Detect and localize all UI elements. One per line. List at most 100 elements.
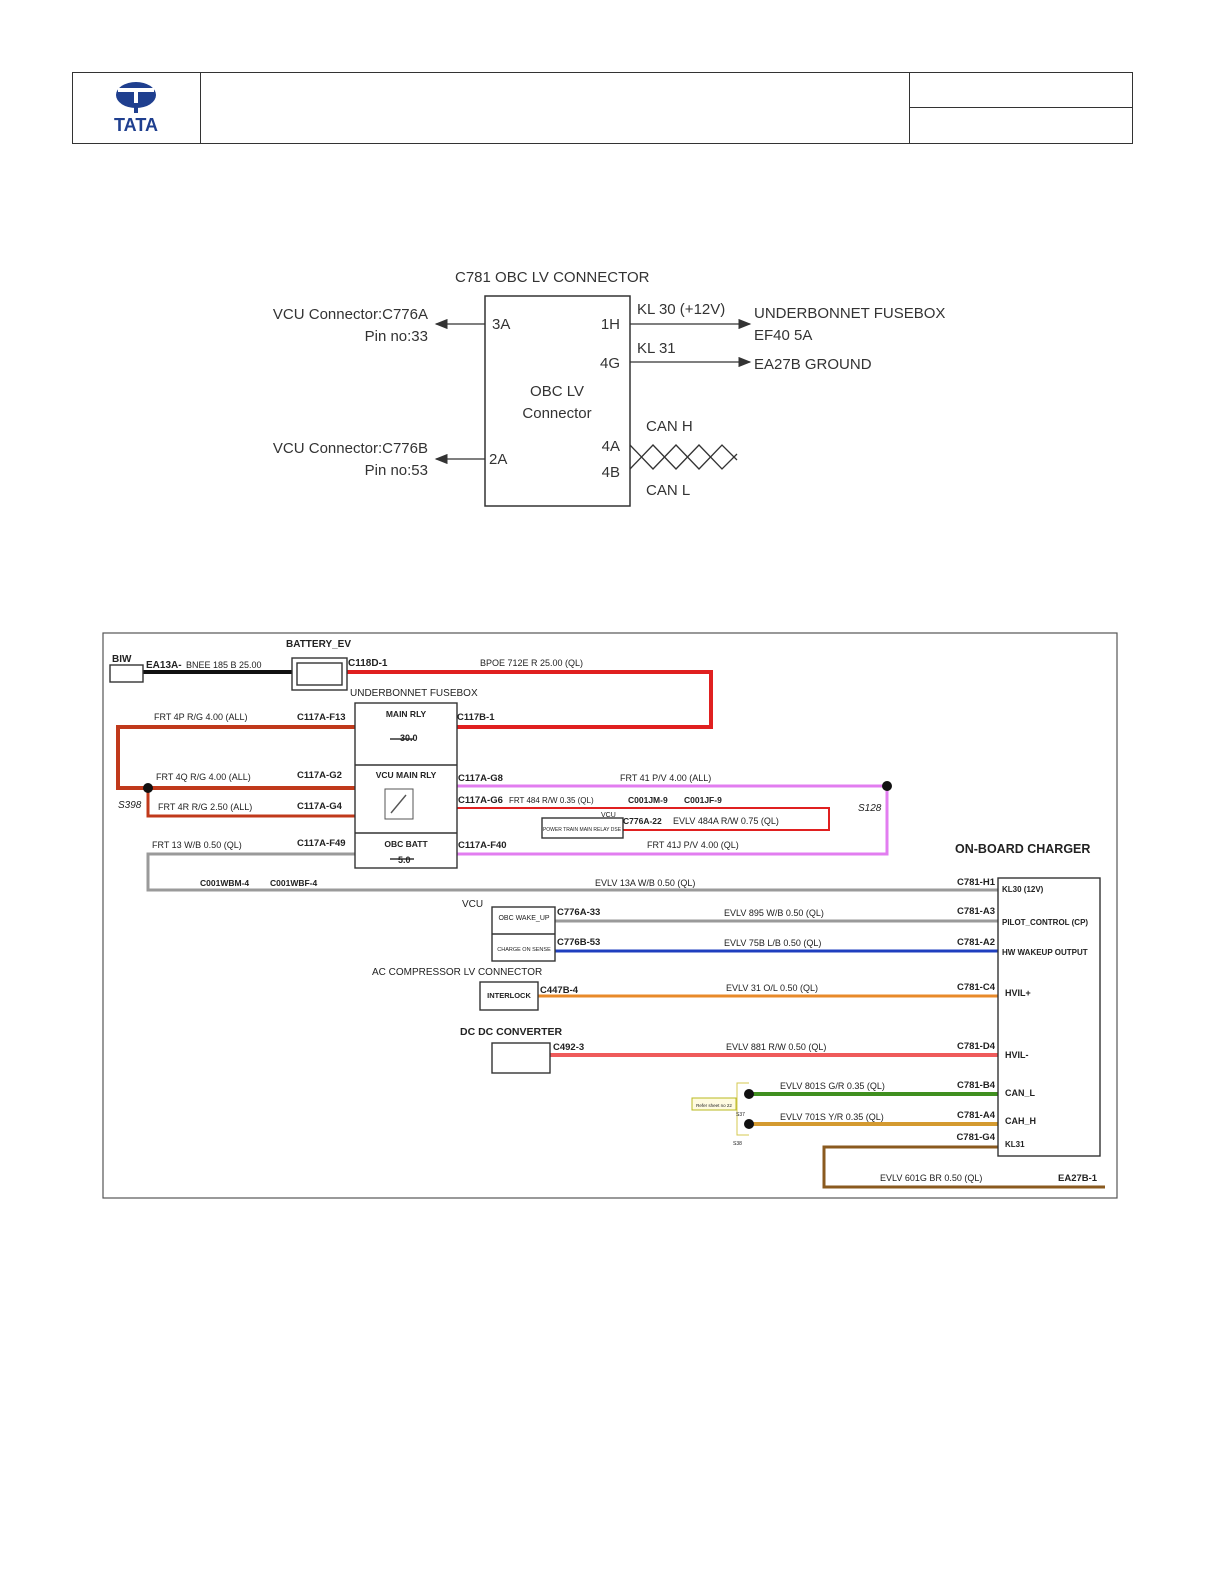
ea27b1-label: EA27B-1 — [1058, 1173, 1098, 1184]
header-right-cell — [909, 73, 1132, 143]
s37-label: S37 — [736, 1112, 745, 1118]
biw-ground-box — [109, 664, 144, 683]
wire-frt484-evlv484a — [457, 807, 830, 831]
connector-title: C781 OBC LV CONNECTOR — [455, 269, 650, 286]
wire-frt13-evlv13a — [146, 852, 998, 892]
obc-batt-label: OBC BATT — [384, 839, 428, 849]
can-twisted-pair — [629, 444, 738, 470]
c781b4-label: C781-B4 — [957, 1080, 996, 1091]
document-header: TATA — [72, 72, 1133, 144]
fusebox-label: UNDERBONNET FUSEBOX — [350, 688, 478, 699]
dcdc-box — [491, 1042, 551, 1074]
splice-s37 — [744, 1089, 754, 1099]
tata-logo-icon — [116, 82, 156, 113]
c781a4-label: C781-A4 — [957, 1110, 996, 1121]
kl31-pin-label: KL31 — [1005, 1140, 1025, 1149]
hvil-plus-label: HVIL+ — [1005, 988, 1031, 998]
main-rly-label: MAIN RLY — [386, 709, 427, 719]
wire-frt41-41j — [457, 784, 889, 856]
ground-dest: EA27B GROUND — [754, 356, 872, 373]
s38-label: S38 — [733, 1141, 742, 1147]
interlock-label: INTERLOCK — [487, 991, 531, 1000]
wires — [116, 670, 1105, 1189]
ac-compressor-label: AC COMPRESSOR LV CONNECTOR — [372, 967, 542, 978]
fusebox-dest: UNDERBONNET FUSEBOX — [754, 305, 945, 322]
c117af13-label: C117A-F13 — [297, 712, 346, 723]
c781h1-label: C781-H1 — [957, 877, 996, 888]
frt4q-label: FRT 4Q R/G 4.00 (ALL) — [156, 772, 251, 782]
can-l-label: CAN L — [646, 482, 690, 499]
onboard-charger-box — [997, 877, 1101, 1157]
refer-sheet-box — [691, 1097, 737, 1111]
vcu-label: VCU — [462, 899, 483, 910]
battery-inner — [296, 662, 343, 686]
ptr-relay-box — [541, 817, 624, 839]
charge-sense-label: CHARGE ON SENSE — [497, 947, 551, 953]
frt13-label: FRT 13 W/B 0.50 (QL) — [152, 840, 242, 850]
evlv601g-label: EVLV 601G BR 0.50 (QL) — [880, 1173, 982, 1183]
hw-wakeup-label: HW WAKEUP OUTPUT — [1002, 948, 1088, 957]
fusebox-box — [354, 702, 458, 869]
wire-frt4r — [146, 788, 355, 818]
biw-label: BIW — [112, 654, 132, 665]
pin-3a: 3A — [492, 316, 510, 333]
vcu-c776a-label: VCU Connector:C776A — [273, 306, 428, 323]
pin-4b: 4B — [602, 464, 620, 481]
box-label-2: Connector — [522, 405, 591, 422]
vcu-c776a-pin: Pin no:33 — [365, 328, 428, 345]
evlv701s-label: EVLV 701S Y/R 0.35 (QL) — [780, 1112, 884, 1122]
ptr-relay-label: POWER TRAIN MAIN RELAY DSE — [543, 827, 622, 833]
connector-box — [484, 295, 631, 507]
obc-batt-value: 5.0 — [398, 855, 411, 865]
c117ag6-label: C117A-G6 — [458, 795, 503, 806]
can-splice-bracket — [736, 1082, 749, 1136]
logo-text: TATA — [114, 115, 158, 135]
splice-s128 — [882, 781, 892, 791]
evlv484a-label: EVLV 484A R/W 0.75 (QL) — [673, 816, 779, 826]
evlv31-label: EVLV 31 O/L 0.50 (QL) — [726, 983, 818, 993]
c776b53-label: C776B-53 — [557, 937, 600, 948]
box-label-1: OBC LV — [530, 383, 584, 400]
splice-s38 — [744, 1119, 754, 1129]
c118d1-label: C118D-1 — [348, 658, 388, 669]
vcu-c776b-label: VCU Connector:C776B — [273, 440, 428, 457]
splice-dots — [143, 781, 892, 1129]
can-h-label: CAN H — [646, 418, 693, 435]
pin-4a: 4A — [602, 438, 620, 455]
evlv801s-label: EVLV 801S G/R 0.35 (QL) — [780, 1081, 885, 1091]
evlv881-label: EVLV 881 R/W 0.50 (QL) — [726, 1042, 826, 1052]
c776a22-label: C776A-22 — [623, 816, 662, 826]
bpoe-wire-label: BPOE 712E R 25.00 (QL) — [480, 658, 583, 668]
battery-ev-label: BATTERY_EV — [286, 639, 351, 650]
wiring-frame — [102, 632, 1118, 1199]
logo-cell: TATA — [73, 73, 201, 143]
vcu-relay-switch — [384, 788, 414, 820]
can-l-pin-label: CAN_L — [1005, 1088, 1036, 1098]
c781a3-label: C781-A3 — [957, 906, 995, 917]
c781c4-label: C781-C4 — [957, 982, 996, 993]
c781a2-label: C781-A2 — [957, 937, 995, 948]
splice-s398 — [143, 783, 153, 793]
frt41j-label: FRT 41J P/V 4.00 (QL) — [647, 840, 739, 850]
c781d4-label: C781-D4 — [957, 1041, 996, 1052]
hvil-minus-label: HVIL- — [1005, 1050, 1029, 1060]
wire-frt4p-4q — [116, 725, 355, 790]
evlv895-label: EVLV 895 W/B 0.50 (QL) — [724, 908, 824, 918]
relay-switch-contact — [390, 794, 407, 814]
c776a33-label: C776A-33 — [557, 907, 600, 918]
pin-4g: 4G — [600, 355, 620, 372]
c117af49-label: C117A-F49 — [297, 838, 346, 849]
wire-evlv601g — [822, 1145, 1105, 1189]
obc-wake-label: OBC WAKE_UP — [498, 915, 549, 922]
vcu-small-label: VCU — [601, 812, 616, 819]
interlock-box — [479, 981, 539, 1011]
c781g4-label: C781-G4 — [956, 1132, 995, 1143]
kl30-pin-label: KL30 (12V) — [1002, 885, 1044, 894]
c447b4-label: C447B-4 — [540, 985, 579, 996]
pin-2a: 2A — [489, 451, 507, 468]
frt484-label: FRT 484 R/W 0.35 (QL) — [509, 796, 594, 805]
kl30-signal: KL 30 (+12V) — [637, 301, 725, 318]
frt41-label: FRT 41 P/V 4.00 (ALL) — [620, 773, 711, 783]
c001jf9-label: C001JF-9 — [684, 795, 722, 805]
c001jm9-label: C001JM-9 — [628, 795, 668, 805]
